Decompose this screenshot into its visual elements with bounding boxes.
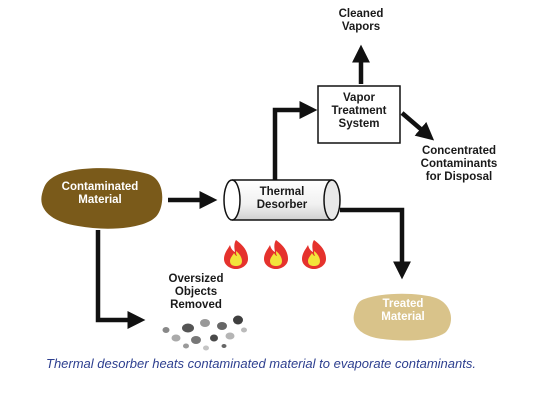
contaminated-material-label: Contaminated Material [61, 181, 139, 206]
flames [224, 240, 326, 269]
thermal-desorber-label: Thermal Desorber [256, 186, 308, 211]
vapor-treatment-label: Vapor Treatment System [331, 92, 387, 130]
vapor-treatment-box [317, 85, 401, 144]
arrow-contaminated-to-oversized [95, 230, 146, 329]
arrow-desorber-to-treated [340, 207, 411, 280]
oversized-rocks [162, 315, 247, 351]
concentrated-contaminants-label: Concentrated Contaminants for Disposal [420, 145, 498, 183]
flame-icon [264, 240, 288, 269]
thermal-desorber-cylinder [223, 179, 341, 221]
flame-icon [302, 240, 326, 269]
treated-material-blob [353, 293, 452, 341]
oversized-objects-label: Oversized Objects Removed [168, 273, 224, 311]
arrow-desorber-to-vapor [272, 101, 318, 180]
flame-icon [224, 240, 248, 269]
treated-material-label: Treated Material [381, 298, 425, 323]
arrow-vapor-to-concentrated [400, 111, 435, 141]
figure-caption: Thermal desorber heats contaminated mate… [46, 356, 476, 371]
contaminated-material-blob [41, 168, 163, 229]
cleaned-vapors-label: Cleaned Vapors [338, 8, 384, 33]
